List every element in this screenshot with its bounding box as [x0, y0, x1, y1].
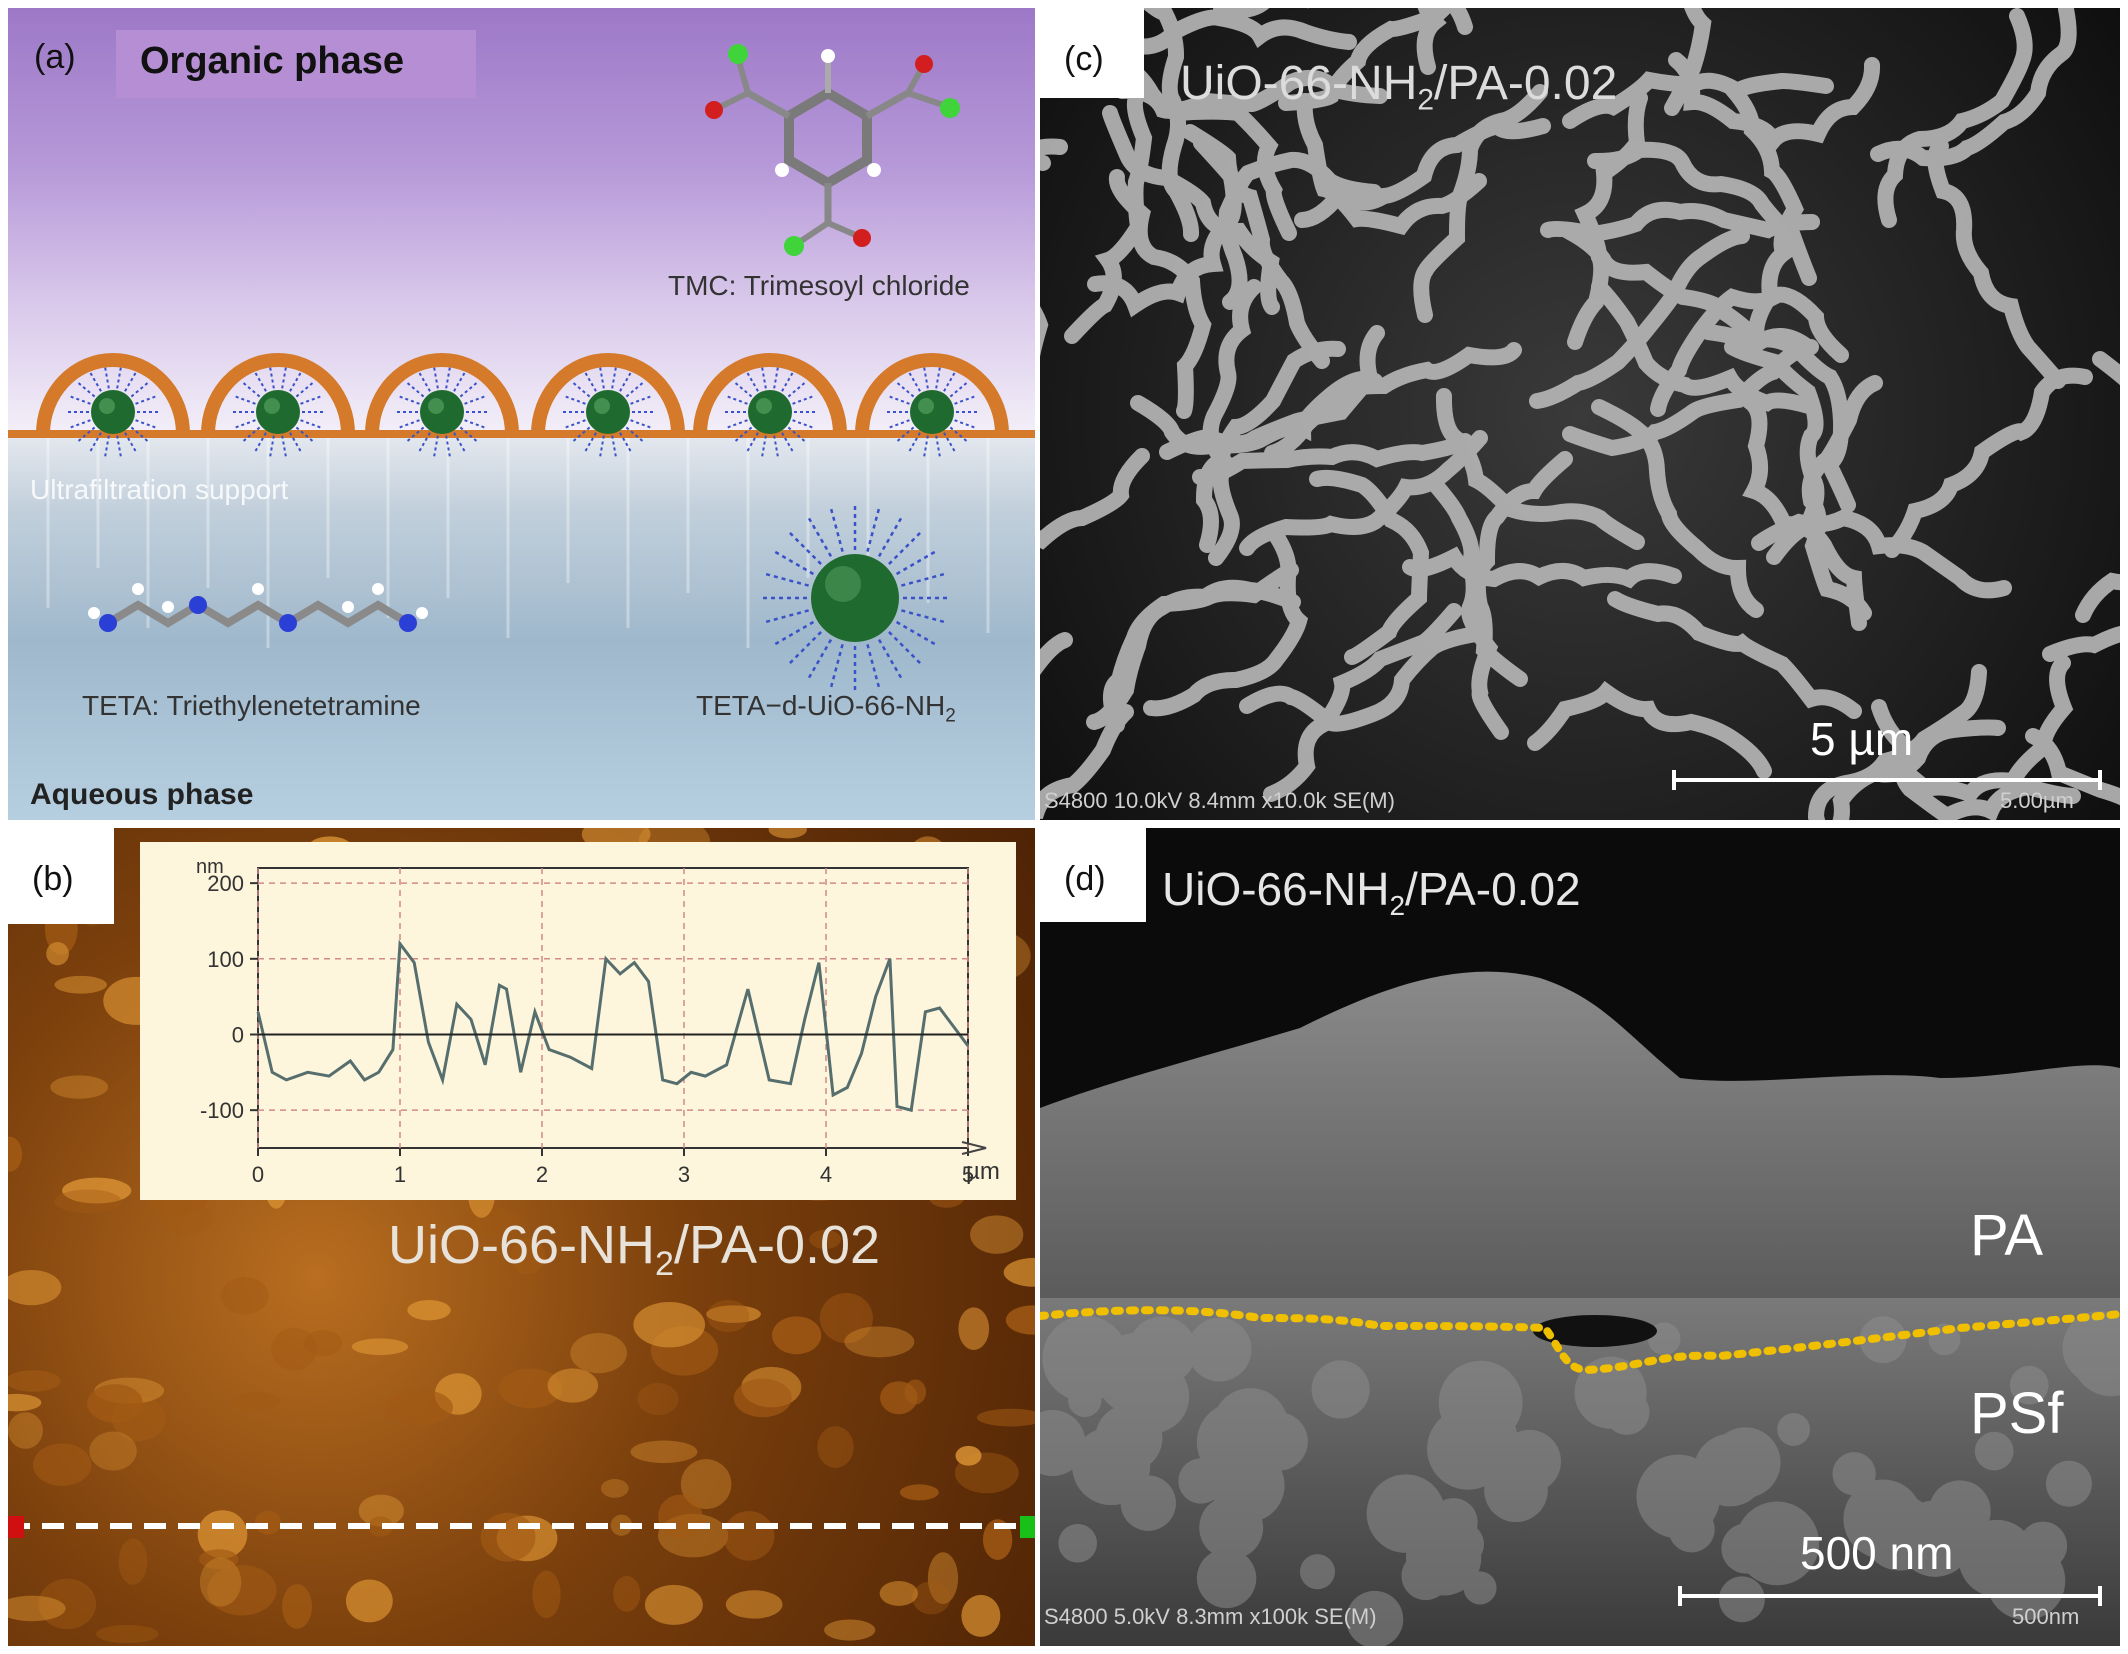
sample-label-d-suffix: /PA-0.02 [1405, 863, 1581, 915]
arch-with-particle [693, 353, 847, 458]
organic-phase-label [116, 30, 476, 98]
sample-label-b-suffix: /PA-0.02 [673, 1215, 881, 1275]
panel-a-schematic: (a) Organic phase TMC: Trimesoyl chlorid… [8, 8, 1035, 820]
aqueous-phase-label: Aqueous phase [30, 778, 254, 811]
panel-label-c: (c) [1040, 8, 1144, 98]
x-tick-label: 4 [820, 1162, 832, 1187]
x-tick-label: 1 [394, 1162, 406, 1187]
sample-label-b: UiO-66-NH2/PA-0.02 [388, 1214, 880, 1284]
x-tick-label: 5 [962, 1162, 974, 1187]
height-profile-chart: 200 100 0 -100 0 1 2 3 4 5 [200, 867, 987, 1187]
pa-layer [1040, 971, 2120, 1308]
sem-surface-texture [1040, 8, 2120, 820]
sample-label-c-sub: 2 [1417, 83, 1435, 117]
sample-label-b-sub: 2 [655, 1244, 674, 1283]
panel-label-a: (a) [34, 38, 76, 76]
sample-label-d: UiO-66-NH2/PA-0.02 [1162, 862, 1581, 922]
scale-bar-label-d: 500 nm [1800, 1527, 1954, 1579]
x-tick-label: 0 [252, 1162, 264, 1187]
interface-dotted-line [1040, 1306, 2120, 1375]
panel-label-b: (b) [8, 828, 114, 924]
x-unit-label: µm [966, 1158, 1000, 1185]
particle-icon [910, 390, 954, 434]
particle-icon [586, 390, 630, 434]
pa-arches [36, 353, 1009, 458]
arch-with-particle [531, 353, 685, 458]
y-tick-label: 100 [207, 947, 244, 972]
support-label: Ultrafiltration support [30, 474, 289, 505]
scale-bar-label-c: 5 µm [1810, 713, 1914, 765]
teta-d-label: TETA−d-UiO-66-NH2 [696, 690, 956, 728]
y-unit-label: nm [196, 856, 224, 878]
layer-label-pa: PA [1970, 1203, 2044, 1268]
x-tick-label: 2 [536, 1162, 548, 1187]
scan-start-marker [8, 1516, 24, 1538]
sem-info-d: S4800 5.0kV 8.3mm x100k SE(M) [1044, 1604, 1377, 1629]
organic-phase-text: Organic phase [140, 40, 404, 82]
layer-label-psf: PSf [1970, 1381, 2064, 1446]
scale-small-d: 500nm [2012, 1604, 2080, 1629]
sem-cross-section-image [1040, 971, 2120, 1646]
sample-label-d-sub: 2 [1389, 890, 1406, 922]
arch-with-particle [855, 353, 1009, 458]
arch-with-particle [36, 353, 190, 458]
sample-label-b-text: UiO-66-NH [388, 1215, 656, 1275]
particle-icon [748, 390, 792, 434]
sample-label-c: UiO-66-NH2/PA-0.02 [1180, 56, 1617, 118]
teta-d-label-text: TETA−d-UiO-66-NH [696, 690, 946, 721]
tmc-label: TMC: Trimesoyl chloride [668, 270, 970, 301]
particle-icon [256, 390, 300, 434]
particle-icon [420, 390, 464, 434]
sample-label-d-text: UiO-66-NH [1162, 863, 1390, 915]
scan-end-marker [1020, 1516, 1035, 1538]
panel-label-d: (d) [1040, 828, 1146, 922]
tmc-molecule-icon [705, 44, 960, 256]
y-tick-label: 200 [207, 871, 244, 896]
arch-with-particle [201, 353, 355, 458]
sem-info-c: S4800 10.0kV 8.4mm x10.0k SE(M) [1044, 788, 1395, 813]
sample-label-c-text: UiO-66-NH [1180, 57, 1418, 110]
scale-small-c: 5.00µm [2000, 788, 2074, 813]
panel-c-sem-surface: (c) UiO-66-NH2/PA-0.02 5 µm S4800 10.0kV… [1040, 8, 2120, 820]
teta-molecule-icon [88, 583, 428, 632]
chart-frame [257, 867, 969, 1149]
y-tick-label: 0 [232, 1022, 244, 1047]
particle-icon [91, 390, 135, 434]
teta-d-label-sub: 2 [945, 705, 956, 727]
sample-label-c-suffix: /PA-0.02 [1434, 57, 1618, 110]
teta-label: TETA: Triethylenetetramine [82, 690, 421, 721]
profile-series-line [256, 939, 970, 1113]
membrane-schematic [8, 44, 1035, 690]
y-tick-label: -100 [200, 1098, 244, 1123]
x-tick-label: 3 [678, 1162, 690, 1187]
panel-d-sem-cross-section: (d) UiO-66-NH2/PA-0.02 PA PSf 500 nm S48… [1040, 828, 2120, 1646]
arch-with-particle [365, 353, 519, 458]
teta-d-uio-particle-icon [763, 506, 947, 690]
